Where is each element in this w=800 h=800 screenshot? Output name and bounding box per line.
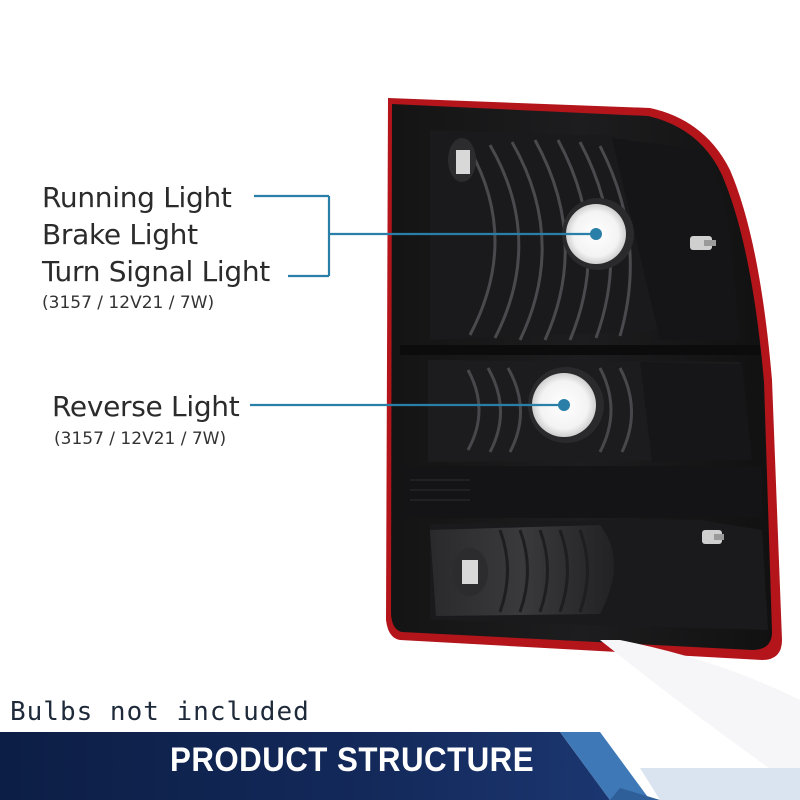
callout-spec-upper: (3157 / 12V21 / 7W) — [42, 293, 215, 313]
connector-icon — [452, 548, 488, 596]
callout-label-reverse-light: Reverse Light — [52, 390, 240, 423]
callout-spec-lower: (3157 / 12V21 / 7W) — [54, 429, 227, 449]
banner-background — [0, 732, 800, 800]
callout-label-turn-signal-light: Turn Signal Light — [42, 255, 270, 288]
reverse-bulb-socket — [528, 367, 604, 443]
connector-icon — [448, 138, 476, 182]
banner-title: PRODUCT STRUCTURE — [170, 741, 535, 779]
mounting-stud-icon — [690, 236, 716, 250]
callout-lines — [250, 194, 596, 407]
callout-label-running-light: Running Light — [42, 181, 232, 214]
callout-label-brake-light: Brake Light — [42, 218, 198, 251]
lower-reflector-ribs — [498, 529, 589, 613]
mounting-stud-icon — [702, 530, 724, 544]
middle-reflector-ribs — [466, 367, 633, 453]
bulbs-note: Bulbs not included — [10, 697, 310, 727]
